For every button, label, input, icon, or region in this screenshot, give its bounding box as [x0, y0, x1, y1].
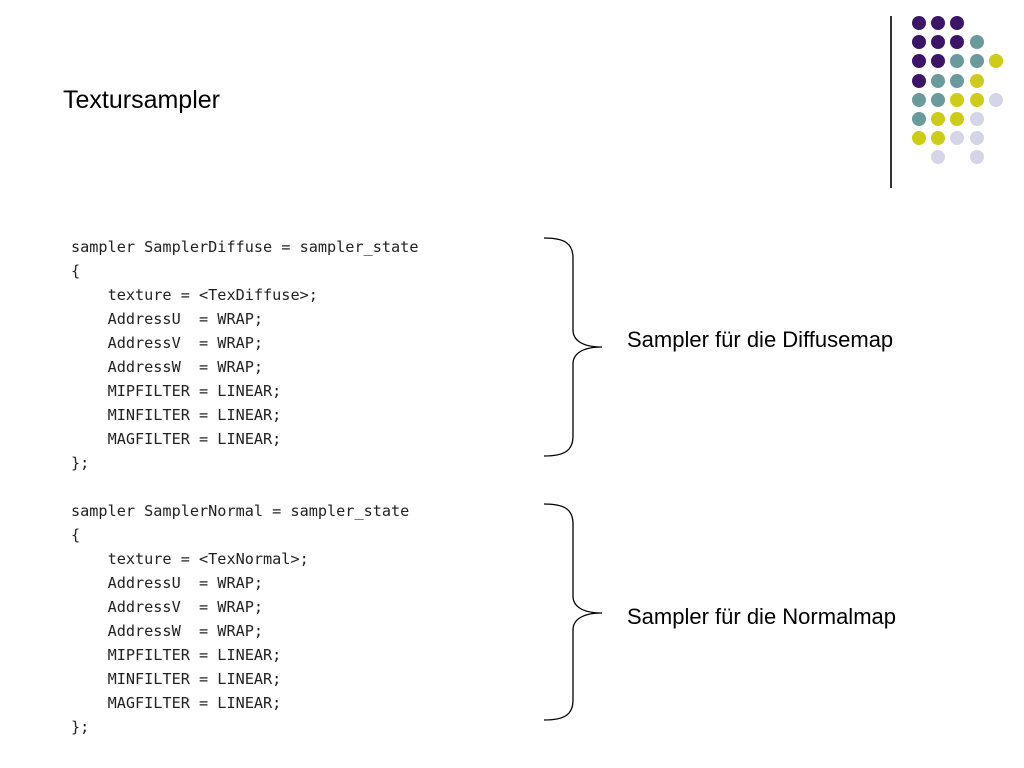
decorative-dot: [950, 35, 965, 50]
decorative-dot: [969, 150, 984, 165]
decorative-dot: [931, 131, 946, 146]
decorative-dot: [969, 35, 984, 50]
decorative-dot: [950, 54, 965, 69]
decorative-dot: [969, 131, 984, 146]
decorative-dot: [912, 92, 926, 107]
annotation-normal-sampler: Sampler für die Normalmap: [627, 604, 896, 629]
decorative-dot: [912, 73, 926, 88]
decorative-dot: [950, 73, 965, 88]
slide-title: Textursampler: [63, 86, 220, 114]
annotation-diffuse-sampler: Sampler für die Diffusemap: [627, 327, 894, 352]
decorative-dot: [912, 54, 926, 69]
decorative-dot: [950, 112, 965, 126]
decorative-dot: [931, 16, 946, 30]
vertical-divider: [890, 16, 892, 188]
decorative-dot: [931, 150, 946, 165]
decorative-dot: [950, 16, 965, 30]
decorative-dot: [950, 131, 965, 146]
code-block-diffuse-sampler: sampler SamplerDiffuse = sampler_state {…: [71, 238, 419, 472]
right-curly-brace: [543, 237, 603, 457]
decorative-dot: [931, 92, 946, 107]
decorative-dot: [988, 92, 1003, 107]
decorative-dot: [969, 54, 984, 69]
right-curly-brace: [543, 503, 603, 721]
decorative-dot: [931, 73, 946, 88]
decorative-dot: [912, 131, 926, 146]
decorative-dot: [912, 112, 926, 126]
decorative-dot-grid: [0, 0, 1024, 200]
decorative-dot: [969, 92, 984, 107]
decorative-dot: [931, 54, 946, 69]
decorative-dot: [950, 92, 965, 107]
code-block-normal-sampler: sampler SamplerNormal = sampler_state { …: [71, 502, 410, 736]
decorative-dot: [912, 16, 926, 30]
decorative-dot: [931, 35, 946, 50]
decorative-dot: [969, 73, 984, 88]
decorative-dot: [912, 35, 926, 50]
decorative-dot: [988, 54, 1003, 69]
decorative-dot: [969, 112, 984, 126]
decorative-dot: [931, 112, 946, 126]
